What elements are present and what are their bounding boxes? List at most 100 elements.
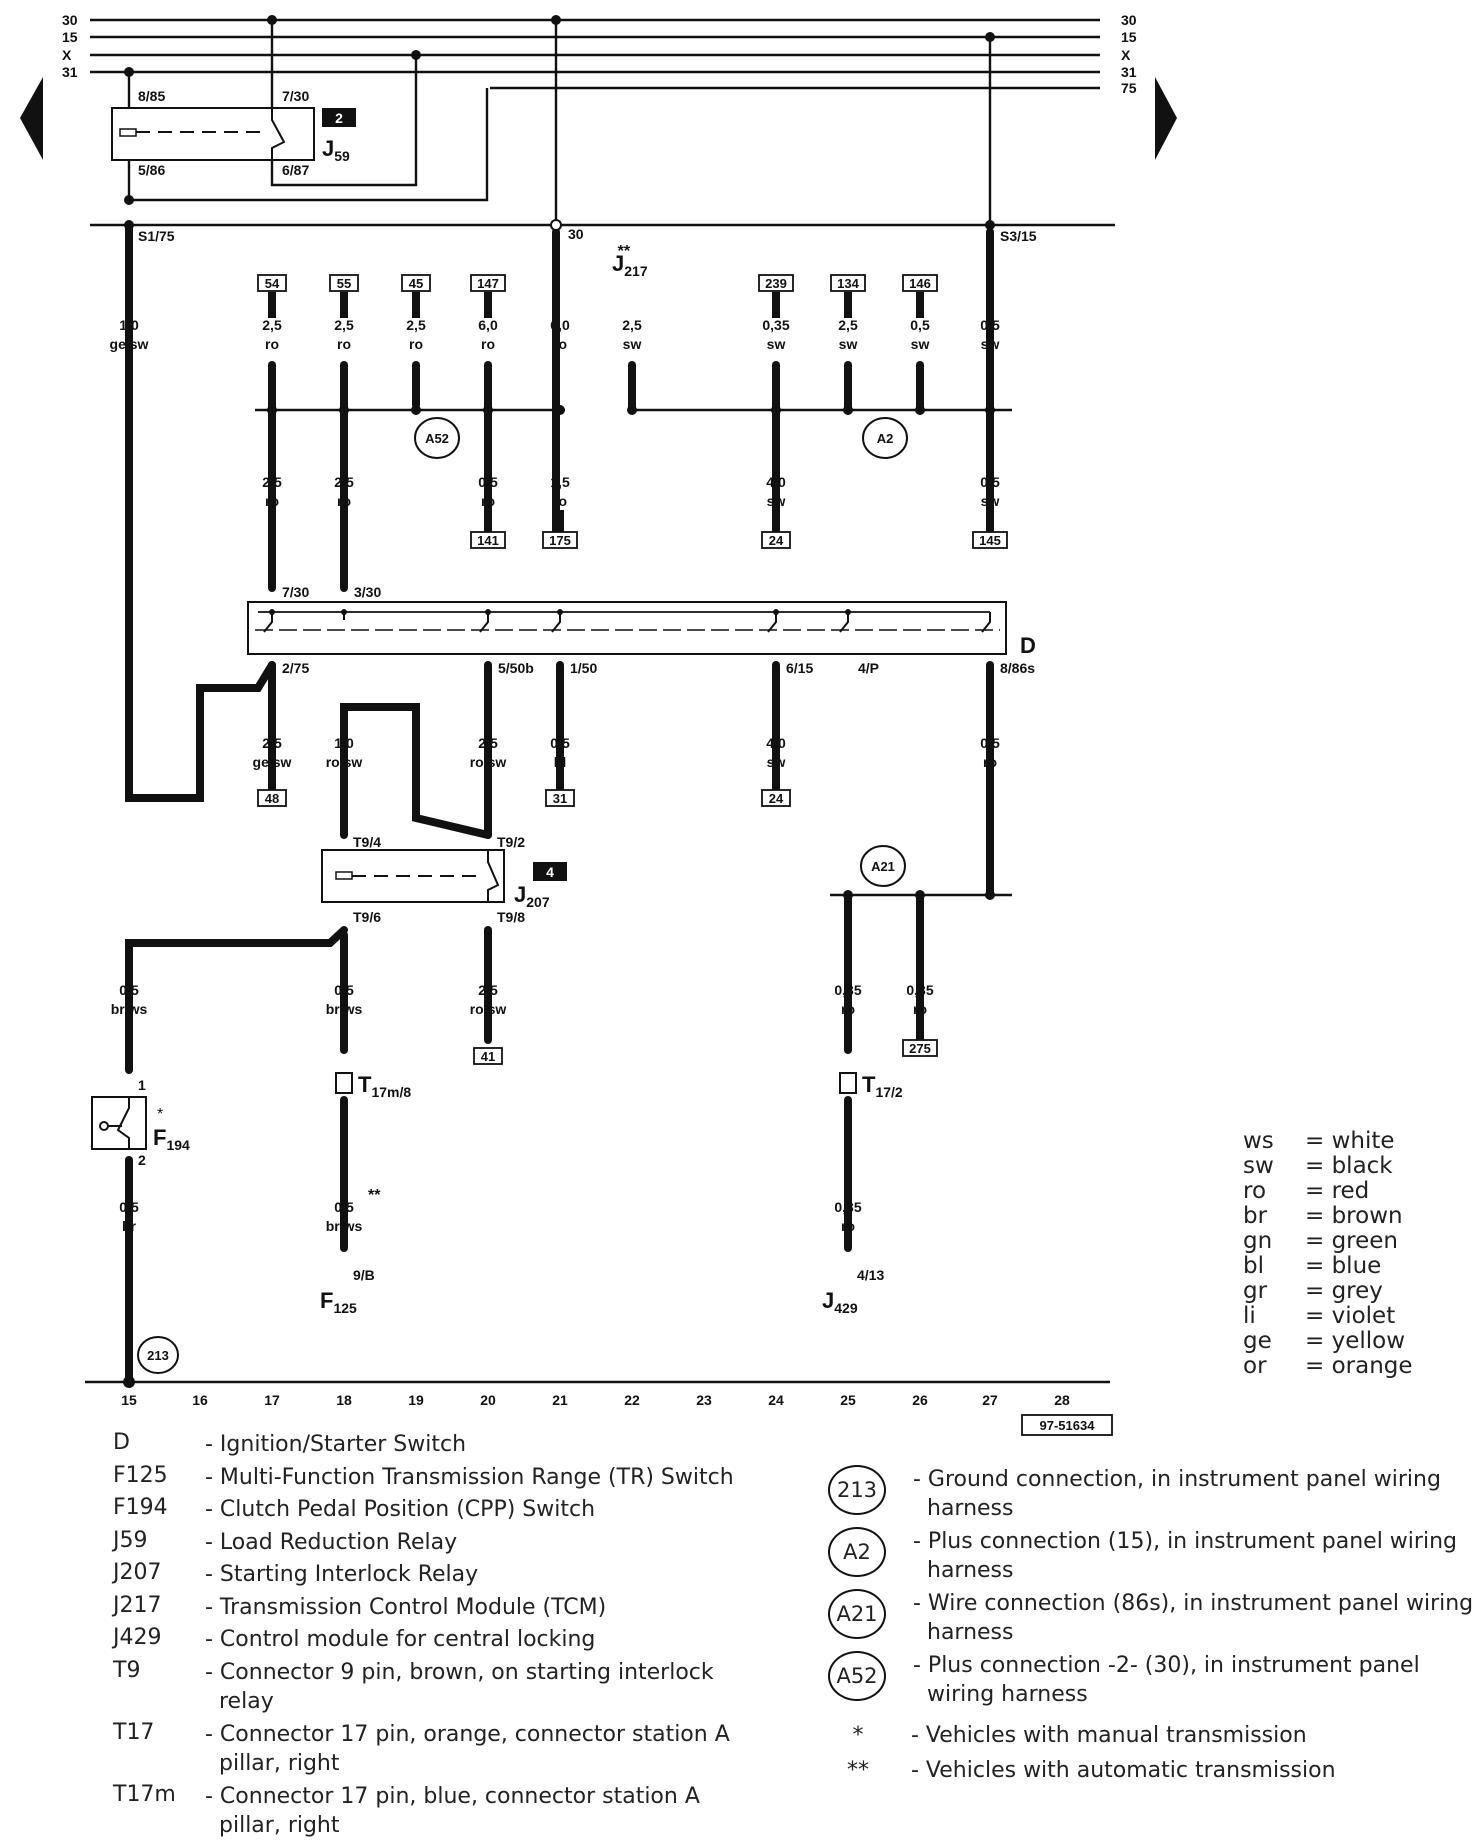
svg-text:5/86: 5/86 bbox=[138, 162, 165, 178]
color-name: = yellow bbox=[1305, 1328, 1406, 1354]
svg-text:2: 2 bbox=[138, 1152, 146, 1168]
svg-text:16: 16 bbox=[192, 1392, 208, 1408]
wire-labels-low: 2,5ge/sw 1,0ro/sw 2,5ro/sw 0,5bl 4,0sw 0… bbox=[253, 735, 1000, 770]
svg-text:147: 147 bbox=[477, 276, 499, 291]
svg-text:sw: sw bbox=[981, 336, 1000, 352]
svg-text:15: 15 bbox=[121, 1392, 137, 1408]
svg-text:6,0: 6,0 bbox=[478, 317, 498, 333]
svg-text:2,5: 2,5 bbox=[262, 474, 282, 490]
svg-text:ge/sw: ge/sw bbox=[253, 754, 292, 770]
svg-text:sw: sw bbox=[911, 336, 930, 352]
svg-text:ro: ro bbox=[841, 1001, 855, 1017]
bottom-ref-boxes: 41 275 bbox=[473, 1039, 938, 1065]
distribution-bars bbox=[85, 408, 1110, 1384]
low-ref-boxes: 48 31 24 bbox=[257, 789, 791, 807]
svg-text:ro/sw: ro/sw bbox=[470, 1001, 507, 1017]
svg-text:175: 175 bbox=[549, 533, 571, 548]
svg-text:ro: ro bbox=[841, 1218, 855, 1234]
bus-lines bbox=[90, 18, 1115, 227]
svg-text:0,5: 0,5 bbox=[910, 317, 930, 333]
svg-text:0,35: 0,35 bbox=[834, 982, 861, 998]
svg-text:4/13: 4/13 bbox=[857, 1267, 884, 1283]
svg-text:6,0: 6,0 bbox=[550, 317, 570, 333]
bus-label-x-left: X bbox=[62, 47, 72, 63]
svg-text:8/85: 8/85 bbox=[138, 88, 165, 104]
svg-text:28: 28 bbox=[1054, 1392, 1070, 1408]
svg-text:0,5: 0,5 bbox=[119, 1199, 139, 1215]
wire-labels-mid: 2,5ro 2,5ro 0,5ro 1,5ro 4,0sw 0,5sw bbox=[262, 474, 1000, 509]
previous-page-arrow-icon[interactable] bbox=[20, 77, 43, 160]
relay-j207: 4 J207 T9/4 T9/2 T9/6 T9/8 bbox=[321, 834, 567, 925]
svg-text:ro: ro bbox=[337, 336, 351, 352]
switch-d-label: D bbox=[1020, 633, 1036, 658]
junction-s1-label: S1/75 bbox=[138, 228, 175, 244]
svg-text:2: 2 bbox=[335, 110, 343, 126]
svg-text:9/B: 9/B bbox=[353, 1267, 375, 1283]
color-name: = red bbox=[1305, 1178, 1370, 1204]
svg-text:7/30: 7/30 bbox=[282, 88, 309, 104]
svg-text:134: 134 bbox=[837, 276, 859, 291]
svg-text:sw: sw bbox=[767, 336, 786, 352]
ref-stubs bbox=[268, 292, 924, 318]
svg-text:0,5: 0,5 bbox=[119, 982, 139, 998]
svg-text:br/ws: br/ws bbox=[326, 1218, 363, 1234]
svg-text:6/87: 6/87 bbox=[282, 162, 309, 178]
component-item: F125- Multi-Function Transmission Range … bbox=[113, 1463, 734, 1490]
svg-text:ro/sw: ro/sw bbox=[470, 754, 507, 770]
svg-text:ro/sw: ro/sw bbox=[326, 754, 363, 770]
svg-text:27: 27 bbox=[982, 1392, 998, 1408]
connector-t17m: T17m/8 bbox=[335, 1072, 411, 1100]
connection-badge: A52 bbox=[828, 1651, 886, 1701]
svg-text:T9/6: T9/6 bbox=[353, 909, 381, 925]
svg-text:0,35: 0,35 bbox=[762, 317, 789, 333]
color-name: = violet bbox=[1305, 1303, 1396, 1329]
svg-text:T9/4: T9/4 bbox=[353, 834, 381, 850]
note-manual: * - Vehicles with manual transmission bbox=[852, 1723, 1307, 1748]
color-legend: ws= white sw= black ro= red br= brown gn… bbox=[1243, 1128, 1443, 1388]
svg-text:2,5: 2,5 bbox=[262, 317, 282, 333]
svg-text:24: 24 bbox=[768, 1392, 784, 1408]
svg-text:45: 45 bbox=[409, 276, 423, 291]
svg-text:23: 23 bbox=[696, 1392, 712, 1408]
bus-label-31-right: 31 bbox=[1121, 64, 1137, 80]
connection-badges-diagram: A52 A2 A21 213 bbox=[137, 417, 908, 1374]
svg-text:2,5: 2,5 bbox=[406, 317, 426, 333]
svg-text:24: 24 bbox=[769, 533, 784, 548]
svg-text:br: br bbox=[122, 1218, 137, 1234]
connection-item: A52 - Plus connection -2- (30), in instr… bbox=[828, 1651, 1468, 1711]
junction-s3-label: S3/15 bbox=[1000, 228, 1037, 244]
color-code: li bbox=[1243, 1303, 1256, 1329]
color-name: = black bbox=[1305, 1153, 1393, 1179]
svg-text:17: 17 bbox=[264, 1392, 280, 1408]
svg-text:T9/8: T9/8 bbox=[497, 909, 525, 925]
svg-text:sw: sw bbox=[981, 493, 1000, 509]
svg-text:4/P: 4/P bbox=[858, 660, 879, 676]
svg-text:1: 1 bbox=[138, 1077, 146, 1093]
svg-text:7/30: 7/30 bbox=[282, 584, 309, 600]
svg-text:0,35: 0,35 bbox=[906, 982, 933, 998]
color-name: = orange bbox=[1305, 1353, 1413, 1379]
svg-text:0,5: 0,5 bbox=[478, 474, 498, 490]
svg-text:275: 275 bbox=[909, 1041, 931, 1056]
svg-text:0,5: 0,5 bbox=[334, 1199, 354, 1215]
thin-wires bbox=[127, 20, 992, 225]
svg-text:1,5: 1,5 bbox=[550, 474, 570, 490]
end-j429: 4/13 J429 bbox=[822, 1267, 884, 1316]
svg-text:21: 21 bbox=[552, 1392, 568, 1408]
svg-text:20: 20 bbox=[480, 1392, 496, 1408]
bus-label-30-right: 30 bbox=[1121, 12, 1137, 28]
connector-t17: T17/2 bbox=[839, 1072, 903, 1100]
junction-30-label: 30 bbox=[568, 226, 584, 242]
svg-text:2,5: 2,5 bbox=[334, 317, 354, 333]
svg-text:A52: A52 bbox=[425, 431, 449, 446]
next-page-arrow-icon[interactable] bbox=[1155, 77, 1177, 160]
svg-text:0,5: 0,5 bbox=[334, 982, 354, 998]
svg-text:5/50b: 5/50b bbox=[498, 660, 534, 676]
color-code: bl bbox=[1243, 1253, 1264, 1279]
svg-text:T17/2: T17/2 bbox=[862, 1072, 903, 1100]
bus-label-31-left: 31 bbox=[62, 64, 78, 80]
svg-text:0,5: 0,5 bbox=[980, 735, 1000, 751]
svg-text:2,5: 2,5 bbox=[478, 735, 498, 751]
svg-text:br/ws: br/ws bbox=[111, 1001, 148, 1017]
